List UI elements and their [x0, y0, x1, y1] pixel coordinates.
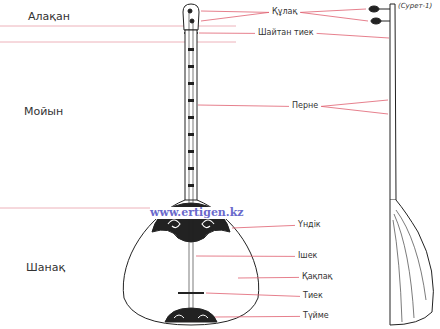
leader-line [215, 316, 300, 318]
part-name: Қақпақ [302, 272, 332, 281]
leader-line [317, 33, 389, 38]
region-lines [0, 26, 236, 208]
side-body [390, 200, 433, 325]
part-name: Алақан [28, 11, 70, 23]
part-name: Үндік [298, 221, 321, 230]
figure-caption: (Сурет-1) [398, 2, 432, 10]
peg [371, 18, 381, 24]
bottom-ornament [165, 308, 217, 322]
leader-line [321, 100, 388, 106]
figure-caption: (Сурет-1) [398, 3, 432, 11]
dombra-side [369, 4, 433, 325]
ornament-curls [174, 315, 208, 318]
body [123, 200, 258, 325]
side-ribs [393, 210, 426, 322]
side-neck [390, 4, 396, 200]
string [193, 22, 194, 314]
part-name: Құлақ [272, 7, 297, 16]
part-name: Түйме [303, 312, 329, 321]
dombra-front [123, 4, 258, 325]
leader-line [199, 33, 255, 34]
neck [185, 30, 197, 202]
part-name: Қақпақ [302, 273, 332, 282]
string [189, 12, 190, 314]
part-name: Тиек [303, 292, 323, 301]
leader-line [300, 9, 366, 12]
part-name: Алақан [28, 10, 70, 23]
part-name: Перне [292, 102, 318, 111]
watermark: www.ertigen.kz [150, 207, 244, 219]
leader-line [300, 12, 368, 21]
part-name: Мойын [24, 105, 63, 118]
part-name: Шанақ [26, 262, 65, 274]
part-name: Шайтан тиек [258, 28, 314, 37]
leader-line [201, 12, 269, 21]
part-name: Ішек [298, 252, 317, 261]
leader-line [196, 256, 295, 257]
part-name: Ішек [298, 251, 317, 260]
part-name: Мойын [24, 106, 63, 118]
part-name: Құлақ [272, 8, 297, 17]
part-name: Перне [292, 101, 318, 110]
leader-line [321, 106, 388, 114]
part-name: Үндік [298, 220, 321, 229]
part-name: Түйме [303, 311, 329, 320]
leader-line [232, 225, 295, 228]
leader-line [206, 293, 300, 296]
peg [188, 9, 192, 13]
head [183, 4, 199, 30]
leader-line [201, 11, 269, 12]
peg [190, 19, 194, 23]
part-name: Шайтан тиек [258, 29, 314, 38]
leader-line [238, 277, 299, 279]
part-name: Шанақ [26, 261, 65, 274]
leader-line [198, 105, 289, 106]
watermark: www.ertigen.kz [150, 206, 244, 219]
part-name: Тиек [303, 291, 323, 300]
peg [369, 6, 379, 12]
bridge [178, 292, 204, 294]
